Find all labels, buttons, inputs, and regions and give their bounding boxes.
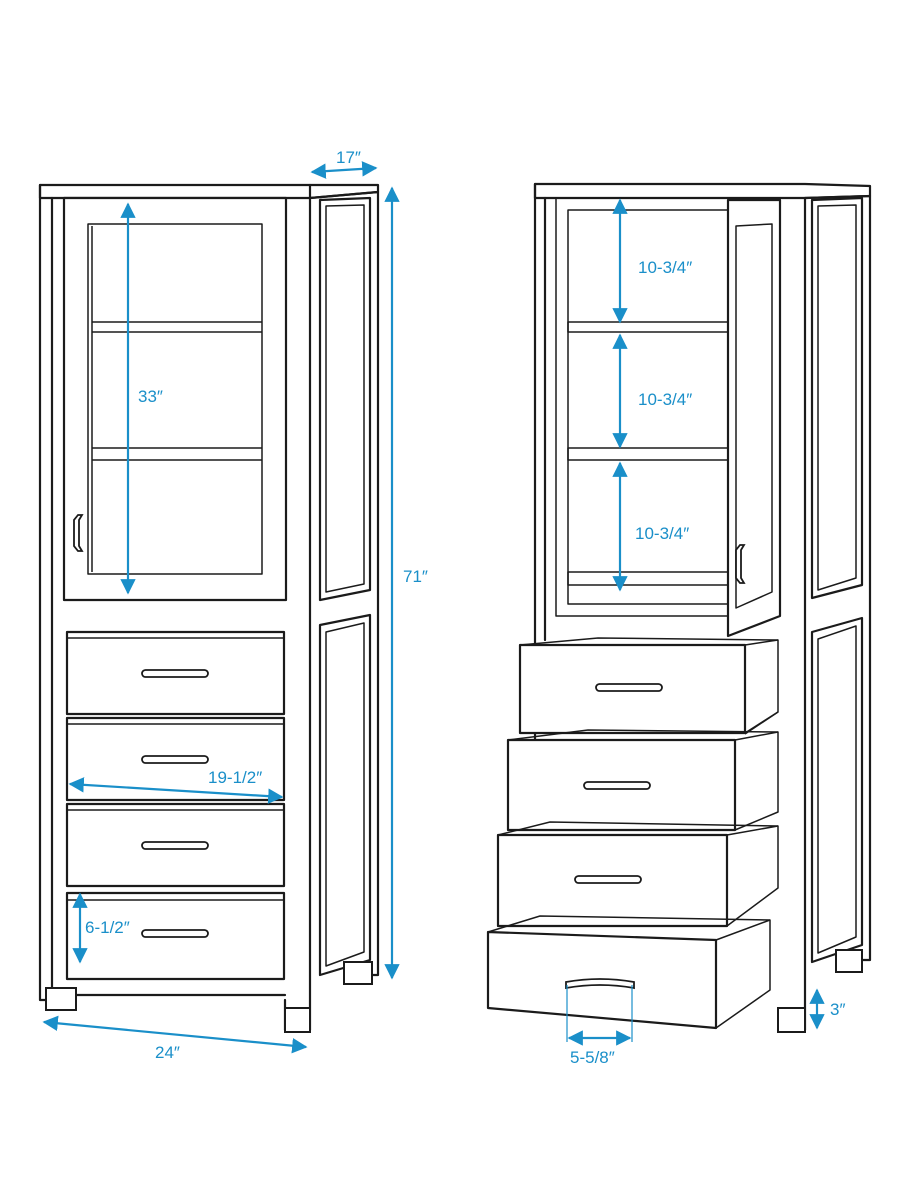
drawer-handle-icon [141,841,209,850]
open-drawer-2 [506,729,779,832]
side-lower-inset [325,622,365,967]
drawer-handle-icon [583,781,651,790]
shelf-spacing-label-3: 10-3/4″ [635,524,689,543]
drawer-handle-icon [595,683,663,692]
foot-front-left [45,987,77,1011]
door-handle-icon [735,544,746,584]
depth-label: 17″ [336,148,361,167]
open-drawer-4 [486,915,771,1030]
drawer-height-label: 6-1/2″ [85,918,130,937]
foot-back-right [343,961,373,985]
open-drawer-1 [518,637,779,735]
shelf-spacing-label-2: 10-3/4″ [638,390,692,409]
foot-front-right [284,1007,311,1033]
width-label: 24″ [155,1043,180,1062]
glass-door [62,196,288,602]
side-lower-panel [810,616,864,964]
handle-spacing-label: 5-5/8″ [570,1048,615,1067]
drawer-handle-icon [141,755,209,764]
side-lower-panel [318,613,372,977]
closed-cabinet [38,183,380,1033]
side-outline [803,194,872,962]
side-upper-inset [325,204,365,593]
height-label: 71″ [403,567,428,586]
drawer-handle-icon [141,669,209,678]
drawer-handle-icon [565,978,635,990]
open-drawer-3 [496,821,779,928]
dimension-lines: 17″ 71″ 33″ 19-1/2″ 6-1/2″ 24″ 10-3/4″ 1… [42,148,845,1067]
shelf-spacing-label-1: 10-3/4″ [638,258,692,277]
drawer-width-label: 19-1/2″ [208,768,262,787]
foot-back-right [835,949,863,973]
front-right-post [776,196,807,1032]
drawer-handle-icon [141,929,209,938]
door-handle-icon [73,514,84,552]
side-upper-panel [810,196,864,600]
leg-height-label: 3″ [830,1000,845,1019]
open-cabinet [486,182,872,1033]
front-right-post [283,183,312,1032]
drawer-handle-icon [574,875,642,884]
side-upper-panel [318,196,372,602]
door-height-label: 33″ [138,387,163,406]
cabinet-top [533,182,872,200]
front-left-post [38,183,54,1002]
door-glass [87,223,263,575]
foot-front-right [777,1007,806,1033]
open-glass-door [726,198,782,638]
